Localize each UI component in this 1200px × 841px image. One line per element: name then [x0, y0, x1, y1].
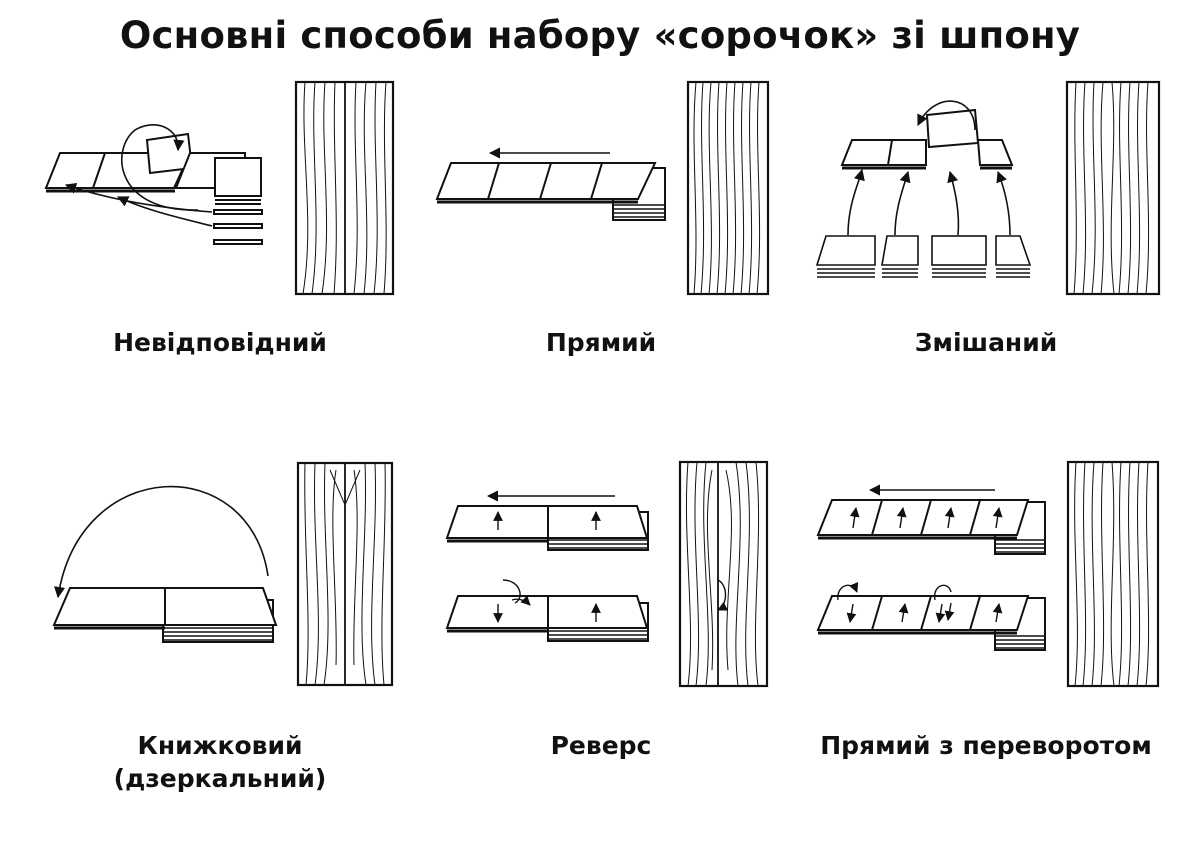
method-straight-illustration [435, 80, 770, 296]
wood-panel [678, 460, 769, 688]
grain-arrows [849, 507, 1003, 529]
flip-arrows [837, 581, 1003, 623]
caption-book: Книжковий (дзеркальний) [40, 729, 400, 795]
veneer-sheet-assembly [52, 587, 278, 630]
method-mismatched-illustration [44, 80, 395, 296]
veneer-stack [213, 157, 263, 245]
method-reverse-illustration [445, 460, 769, 688]
wood-panel [1065, 80, 1161, 296]
move-arrows [847, 100, 1011, 236]
method-book-illustration [52, 461, 394, 687]
flip-arrows [493, 579, 601, 623]
wood-panel [294, 80, 395, 296]
caption-reverse: Реверс [550, 731, 652, 760]
veneer-sheet-bottom [816, 595, 1030, 635]
wood-panel [1066, 460, 1160, 688]
veneer-sheet-bottom [445, 595, 649, 633]
veneer-sheet-top [445, 505, 649, 543]
veneer-sheet-assembly [840, 108, 1014, 170]
caption-mixed: Змішаний [914, 328, 1058, 357]
wood-panel [296, 461, 394, 687]
caption-book-line2: (дзеркальний) [113, 764, 327, 793]
caption-mismatched: Невідповідний [113, 328, 327, 357]
grain-arrows [493, 511, 601, 530]
caption-book-line1: Книжковий [137, 731, 303, 760]
move-arrows [64, 124, 213, 227]
fold-arrow [54, 485, 269, 599]
method-mixed-illustration [815, 80, 1161, 296]
page-title: Основні способи набору «сорочок» зі шпон… [119, 14, 1081, 57]
veneer-sheet-top [816, 499, 1030, 540]
caption-straight-flip: Прямий з переворотом [820, 731, 1152, 760]
caption-straight: Прямий [545, 328, 657, 357]
method-straight-flip-illustration [816, 460, 1160, 688]
veneer-stacks [815, 235, 1032, 278]
wood-panel [686, 80, 770, 296]
veneer-sheet-assembly [435, 162, 657, 204]
